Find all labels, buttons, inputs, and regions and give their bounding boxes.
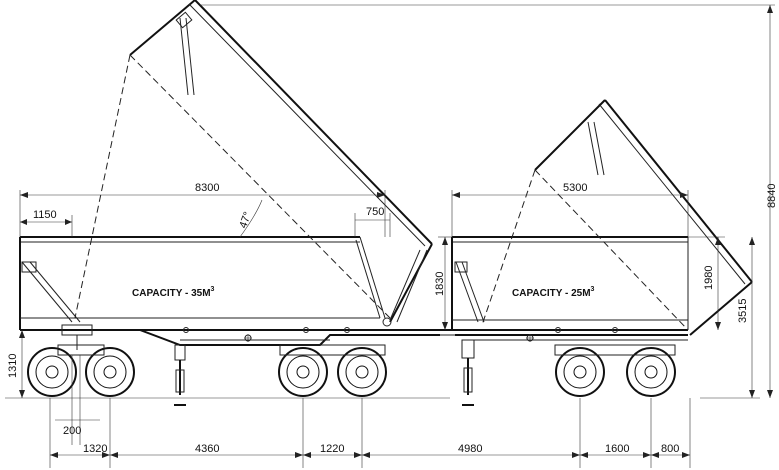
dim-overall-height-tipped: 8840 [766,184,778,208]
dim-trailer2-body-length: 5300 [563,182,587,194]
dim-rear-gap: 750 [366,206,384,218]
dim-trailer1-front-offset: 1150 [33,209,57,221]
trailer-1-landing-leg [174,344,186,406]
trailer-1-tipped-body [74,0,433,323]
dim-trailer2-body-height: 1980 [703,266,715,290]
dim-wheelbase-1: 4360 [195,443,219,455]
trailer-1-chassis [20,324,440,350]
dim-deck-height: 1310 [7,354,19,378]
drawbar [382,317,455,336]
dim-overall-height: 3515 [737,299,749,323]
dim-rear-overhang: 800 [661,443,679,455]
trailer-1-front-wheels [27,344,135,397]
dim-front-overhang: 1320 [83,443,107,455]
trailer-2: CAPACITY - 25M3 [451,99,753,406]
dim-axle-spacing-1: 1220 [320,443,344,455]
dimension-labels: 8300 1150 47° 750 1830 5300 1980 3515 88… [7,182,778,455]
dim-wheelbase-2: 4980 [458,443,482,455]
trailer-1-capacity-label: CAPACITY - 35M3 [132,286,215,299]
trailer-1-body [19,236,440,331]
dim-axle-spread-small: 200 [63,425,81,437]
trailer-2-capacity-label: CAPACITY - 25M3 [512,286,595,299]
dimension-lines [5,4,775,468]
trailer-2-landing-leg [461,339,475,406]
dim-trailer1-body-length: 8300 [195,182,219,194]
trailer-2-wheels [554,344,676,397]
dim-trailer1-body-height: 1830 [434,272,446,296]
trailer-2-chassis [455,327,688,342]
trailer-2-body [451,236,689,331]
trailer-1-rear-wheels [278,344,387,397]
dim-axle-spacing-2: 1600 [605,443,629,455]
trailer-2-tipped-body [481,99,753,336]
dim-tip-angle: 47° [237,210,254,230]
trailer-1: CAPACITY - 35M3 [19,0,440,406]
